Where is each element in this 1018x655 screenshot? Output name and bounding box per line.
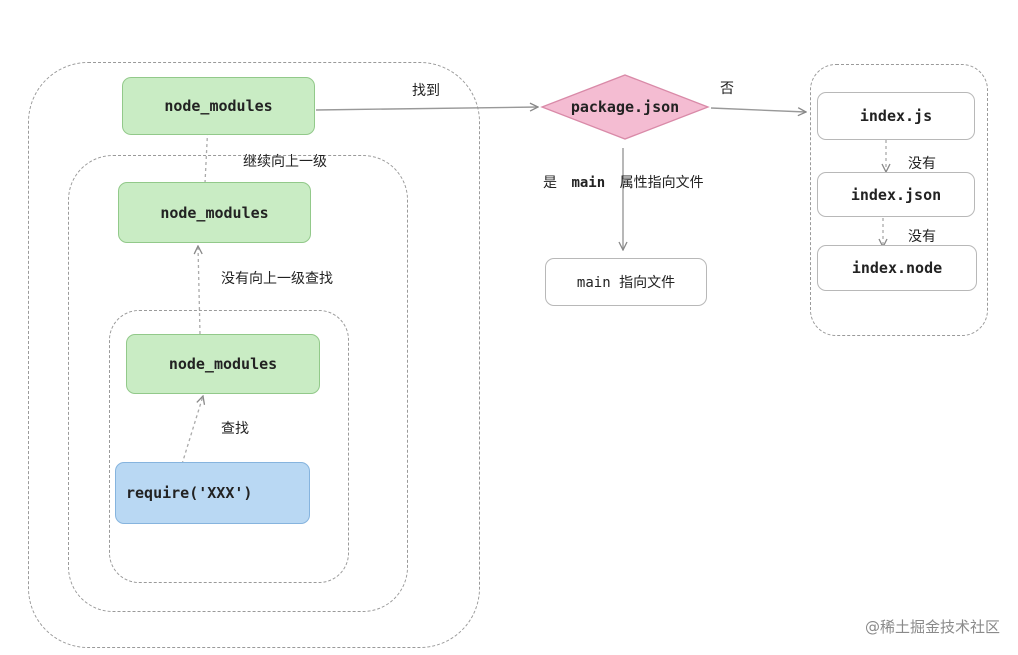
file-lookup-region [810,64,988,336]
label-none-1: 没有 [908,156,936,172]
label-yes-prefix: 是 [543,175,557,191]
middle-scope-region [68,155,408,612]
require-node-label: require('XXX') [126,484,253,502]
node-modules-inner: node_modules [126,334,320,394]
diamond-shape [540,74,710,140]
label-no: 否 [720,81,734,97]
label-yes-main: 是 main 属性指向文件 [543,172,704,192]
index-js-label: index.js [859,107,933,125]
outer-scope-region [28,62,480,648]
label-not-found-up: 没有向上一级查找 [221,271,333,287]
index-json-label: index.json [850,185,942,204]
node-modules-mid-label: node_modules [160,203,269,222]
inner-scope-region [109,310,349,583]
label-none-2: 没有 [908,229,936,245]
index-js-node: index.js [817,92,975,140]
node-modules-mid: node_modules [118,182,311,243]
arrow-no [710,108,806,112]
label-lookup: 查找 [221,421,249,437]
node-modules-top: node_modules [122,77,315,135]
node-modules-inner-label: node_modules [168,355,278,373]
index-node-label: index.node [851,259,943,277]
label-yes-suffix: 属性指向文件 [619,175,704,191]
label-yes-main-keyword: main [571,175,606,191]
main-target-node: main 指向文件 [545,258,707,306]
require-node: require('XXX') [115,462,310,524]
label-continue-up: 继续向上一级 [243,154,327,170]
package-json-decision: package.json [540,74,710,140]
watermark: @稀土掘金技术社区 [864,618,1000,636]
label-found: 找到 [412,83,440,99]
index-node-node: index.node [817,245,977,291]
node-modules-top-label: node_modules [164,97,273,115]
package-json-label: package.json [570,98,680,116]
main-target-label: main 指向文件 [576,275,676,291]
index-json-node: index.json [817,172,975,217]
